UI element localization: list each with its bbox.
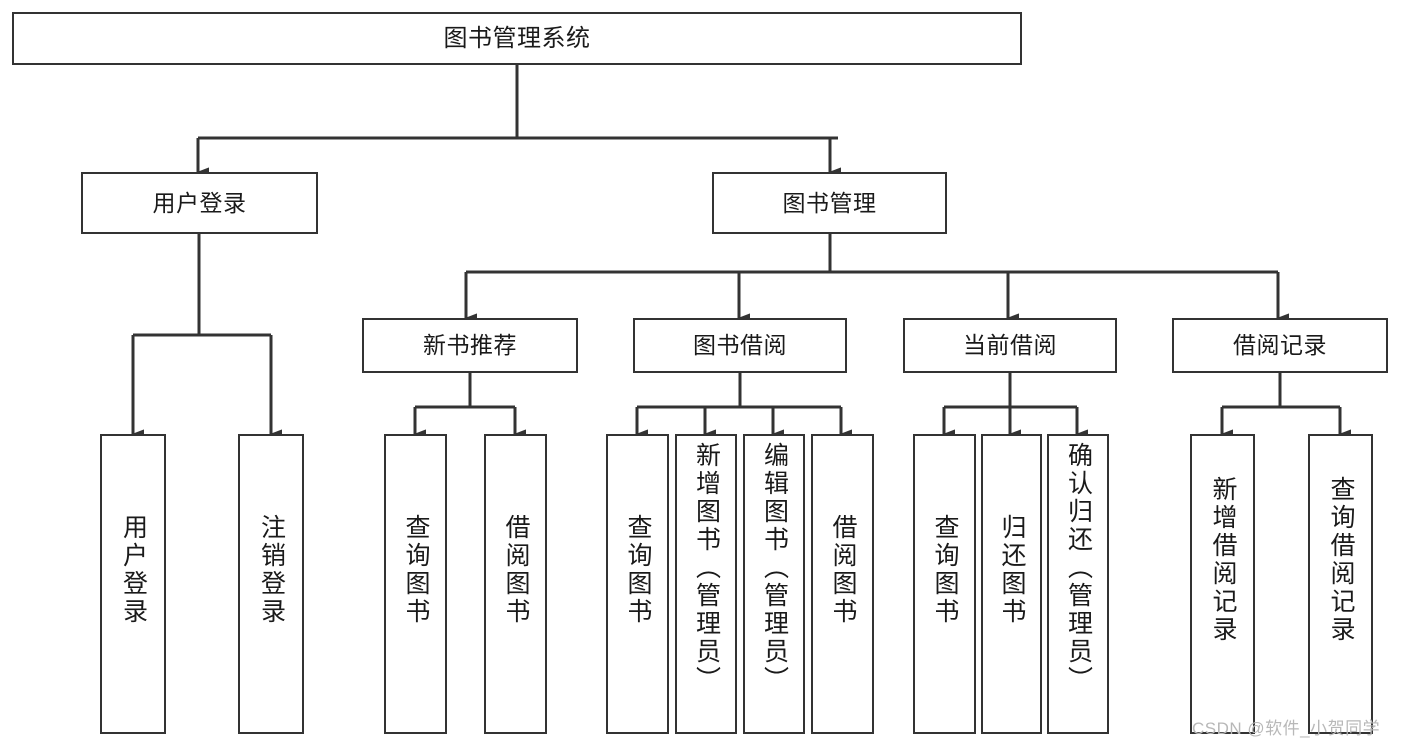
node-label: 归还图书 (998, 514, 1026, 626)
node-book-management[interactable]: 图书管理 (712, 172, 947, 234)
node-label: 借阅图书 (502, 514, 530, 626)
leaf-record-add-record[interactable]: 新增借阅记录 (1190, 434, 1255, 734)
node-label: 用户登录 (119, 514, 148, 626)
leaf-current-return-book[interactable]: 归还图书 (981, 434, 1042, 734)
node-label: 确认归还（管理员） (1064, 442, 1093, 694)
leaf-borrow-query-book[interactable]: 查询图书 (606, 434, 669, 734)
node-label: 查询图书 (402, 514, 430, 626)
node-root-system[interactable]: 图书管理系统 (12, 12, 1022, 65)
node-new-book-recommend[interactable]: 新书推荐 (362, 318, 578, 373)
node-label: 当前借阅 (963, 332, 1057, 359)
leaf-new-book-borrow[interactable]: 借阅图书 (484, 434, 547, 734)
leaf-current-confirm-return-admin[interactable]: 确认归还（管理员） (1047, 434, 1109, 734)
csdn-watermark: CSDN @软件_小贺同学 (1192, 719, 1381, 738)
node-user-login[interactable]: 用户登录 (81, 172, 318, 234)
node-label: 用户登录 (152, 189, 247, 216)
leaf-borrow-add-book-admin[interactable]: 新增图书（管理员） (675, 434, 737, 734)
node-label: 注销登录 (257, 514, 286, 626)
leaf-user-login-logout[interactable]: 注销登录 (238, 434, 304, 734)
leaf-borrow-edit-book-admin[interactable]: 编辑图书（管理员） (743, 434, 805, 734)
leaf-record-query-record[interactable]: 查询借阅记录 (1308, 434, 1373, 734)
node-book-borrow[interactable]: 图书借阅 (633, 318, 847, 373)
node-label: 编辑图书（管理员） (760, 442, 789, 694)
node-label: 新增图书（管理员） (692, 442, 721, 694)
node-label: 查询借阅记录 (1327, 476, 1355, 644)
node-current-borrow[interactable]: 当前借阅 (903, 318, 1117, 373)
node-label: 新增借阅记录 (1209, 476, 1237, 644)
node-label: 借阅记录 (1233, 332, 1327, 359)
leaf-current-query-book[interactable]: 查询图书 (913, 434, 976, 734)
node-label: 查询图书 (931, 514, 959, 626)
node-borrow-record[interactable]: 借阅记录 (1172, 318, 1388, 373)
leaf-user-login-login[interactable]: 用户登录 (100, 434, 166, 734)
node-label: 图书管理 (782, 189, 877, 216)
node-label: 新书推荐 (423, 332, 517, 359)
leaf-new-book-query[interactable]: 查询图书 (384, 434, 447, 734)
node-label: 借阅图书 (829, 514, 857, 626)
node-label: 图书管理系统 (443, 24, 591, 52)
leaf-borrow-borrow-book[interactable]: 借阅图书 (811, 434, 874, 734)
node-label: 查询图书 (624, 514, 652, 626)
node-label: 图书借阅 (693, 332, 787, 359)
